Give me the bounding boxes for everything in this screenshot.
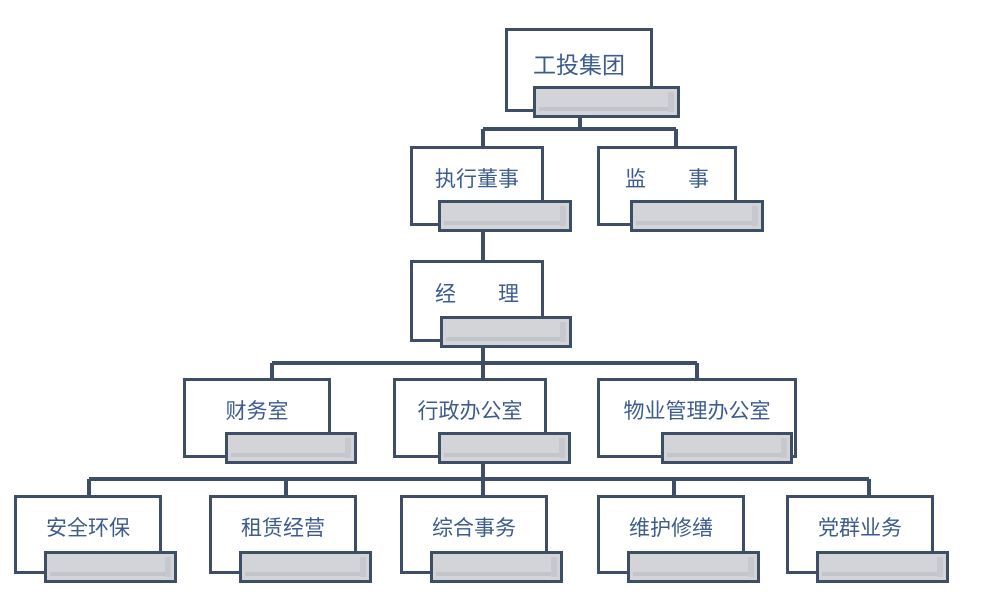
node-property-office-label: 物业管理办公室 xyxy=(623,400,771,423)
node-safety-env-label: 安全环保 xyxy=(46,517,130,540)
node-supervisor[interactable]: 监 事 xyxy=(597,146,765,232)
node-safety-env[interactable]: 安全环保 xyxy=(14,495,178,583)
node-finance-office-base xyxy=(225,432,357,464)
node-general-affairs-base xyxy=(430,551,563,583)
node-party-affairs-base xyxy=(816,551,949,583)
node-party-affairs[interactable]: 党群业务 xyxy=(786,495,950,583)
node-property-office[interactable]: 物业管理办公室 xyxy=(597,378,802,464)
node-maintenance-base xyxy=(627,551,760,583)
node-supervisor-label: 监 事 xyxy=(625,168,709,191)
node-executive-director-label: 执行董事 xyxy=(435,168,519,191)
node-general-affairs-label: 综合事务 xyxy=(432,517,516,540)
node-manager-label: 经 理 xyxy=(435,283,519,306)
node-finance-office[interactable]: 财务室 xyxy=(183,378,357,464)
node-root-base xyxy=(533,86,680,118)
node-maintenance-label: 维护修缮 xyxy=(629,517,713,540)
node-root[interactable]: 工投集团 xyxy=(505,28,680,118)
node-safety-env-base xyxy=(44,551,177,583)
node-admin-office-label: 行政办公室 xyxy=(417,400,523,423)
node-party-affairs-label: 党群业务 xyxy=(818,517,902,540)
node-manager[interactable]: 经 理 xyxy=(410,260,572,348)
node-maintenance[interactable]: 维护修缮 xyxy=(597,495,761,583)
node-admin-office-base xyxy=(438,432,571,464)
node-leasing[interactable]: 租赁经营 xyxy=(209,495,373,583)
node-root-label: 工投集团 xyxy=(533,52,625,78)
node-executive-director-base xyxy=(438,200,572,232)
node-general-affairs[interactable]: 综合事务 xyxy=(400,495,564,583)
node-leasing-base xyxy=(239,551,372,583)
node-property-office-base xyxy=(661,432,793,464)
node-finance-office-label: 财务室 xyxy=(225,400,289,423)
node-supervisor-base xyxy=(630,200,764,232)
node-executive-director[interactable]: 执行董事 xyxy=(410,146,572,232)
node-admin-office[interactable]: 行政办公室 xyxy=(393,378,573,464)
node-leasing-label: 租赁经营 xyxy=(241,517,325,540)
node-manager-base xyxy=(440,316,572,348)
